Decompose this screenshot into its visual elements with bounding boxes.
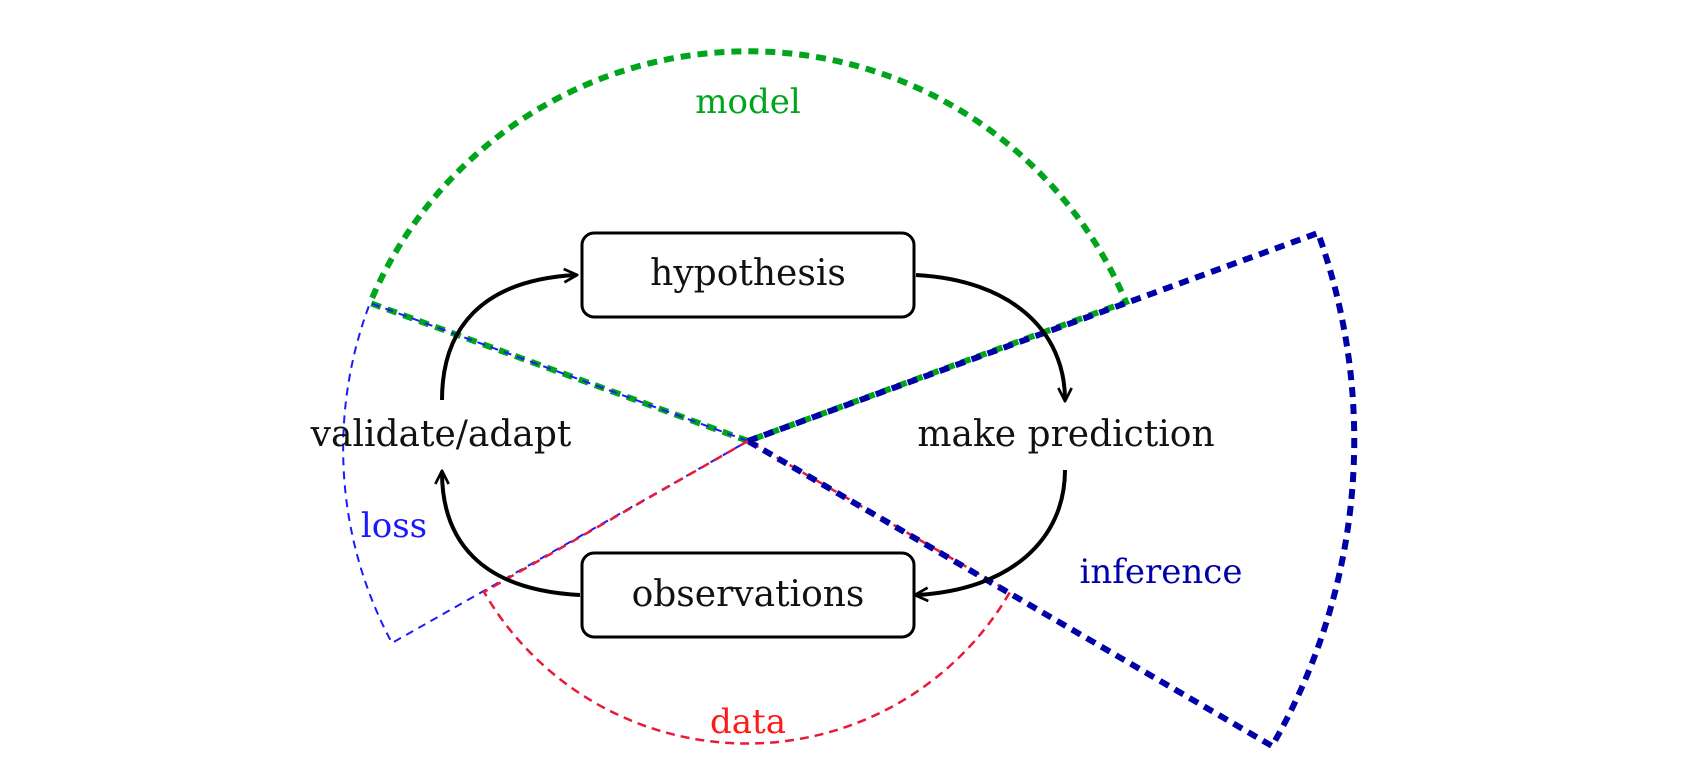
validate-adapt-label: validate/adapt (310, 414, 572, 455)
loss-region-boundary (342, 301, 751, 645)
model-region (366, 48, 1130, 445)
inference-region-label: inference (1080, 552, 1243, 592)
inference-region (740, 229, 1358, 751)
data-region-boundary (482, 439, 1012, 745)
cycle-arrows (434, 267, 1073, 603)
hypothesis-box (580, 231, 916, 319)
model-region-label: model (695, 82, 800, 122)
loss-region-label: loss (361, 506, 427, 546)
observations-box (580, 551, 916, 639)
inference-region-boundary (740, 229, 1358, 751)
observations-label: observations (632, 574, 865, 615)
loss-region (342, 301, 751, 645)
node-hypothesis: hypothesis (580, 231, 916, 319)
node-observations: observations (580, 551, 916, 639)
make-prediction-label: make prediction (917, 414, 1214, 455)
data-region-label: data (710, 702, 786, 742)
arrow-hypothesis-to-prediction (915, 273, 1073, 403)
arrow-prediction-to-observations (913, 469, 1067, 603)
model-region-boundary (366, 48, 1130, 445)
hypothesis-label: hypothesis (650, 253, 846, 294)
data-region (482, 439, 1012, 745)
arrow-validate-to-hypothesis (440, 267, 579, 401)
arrow-observations-to-validate (434, 469, 581, 597)
